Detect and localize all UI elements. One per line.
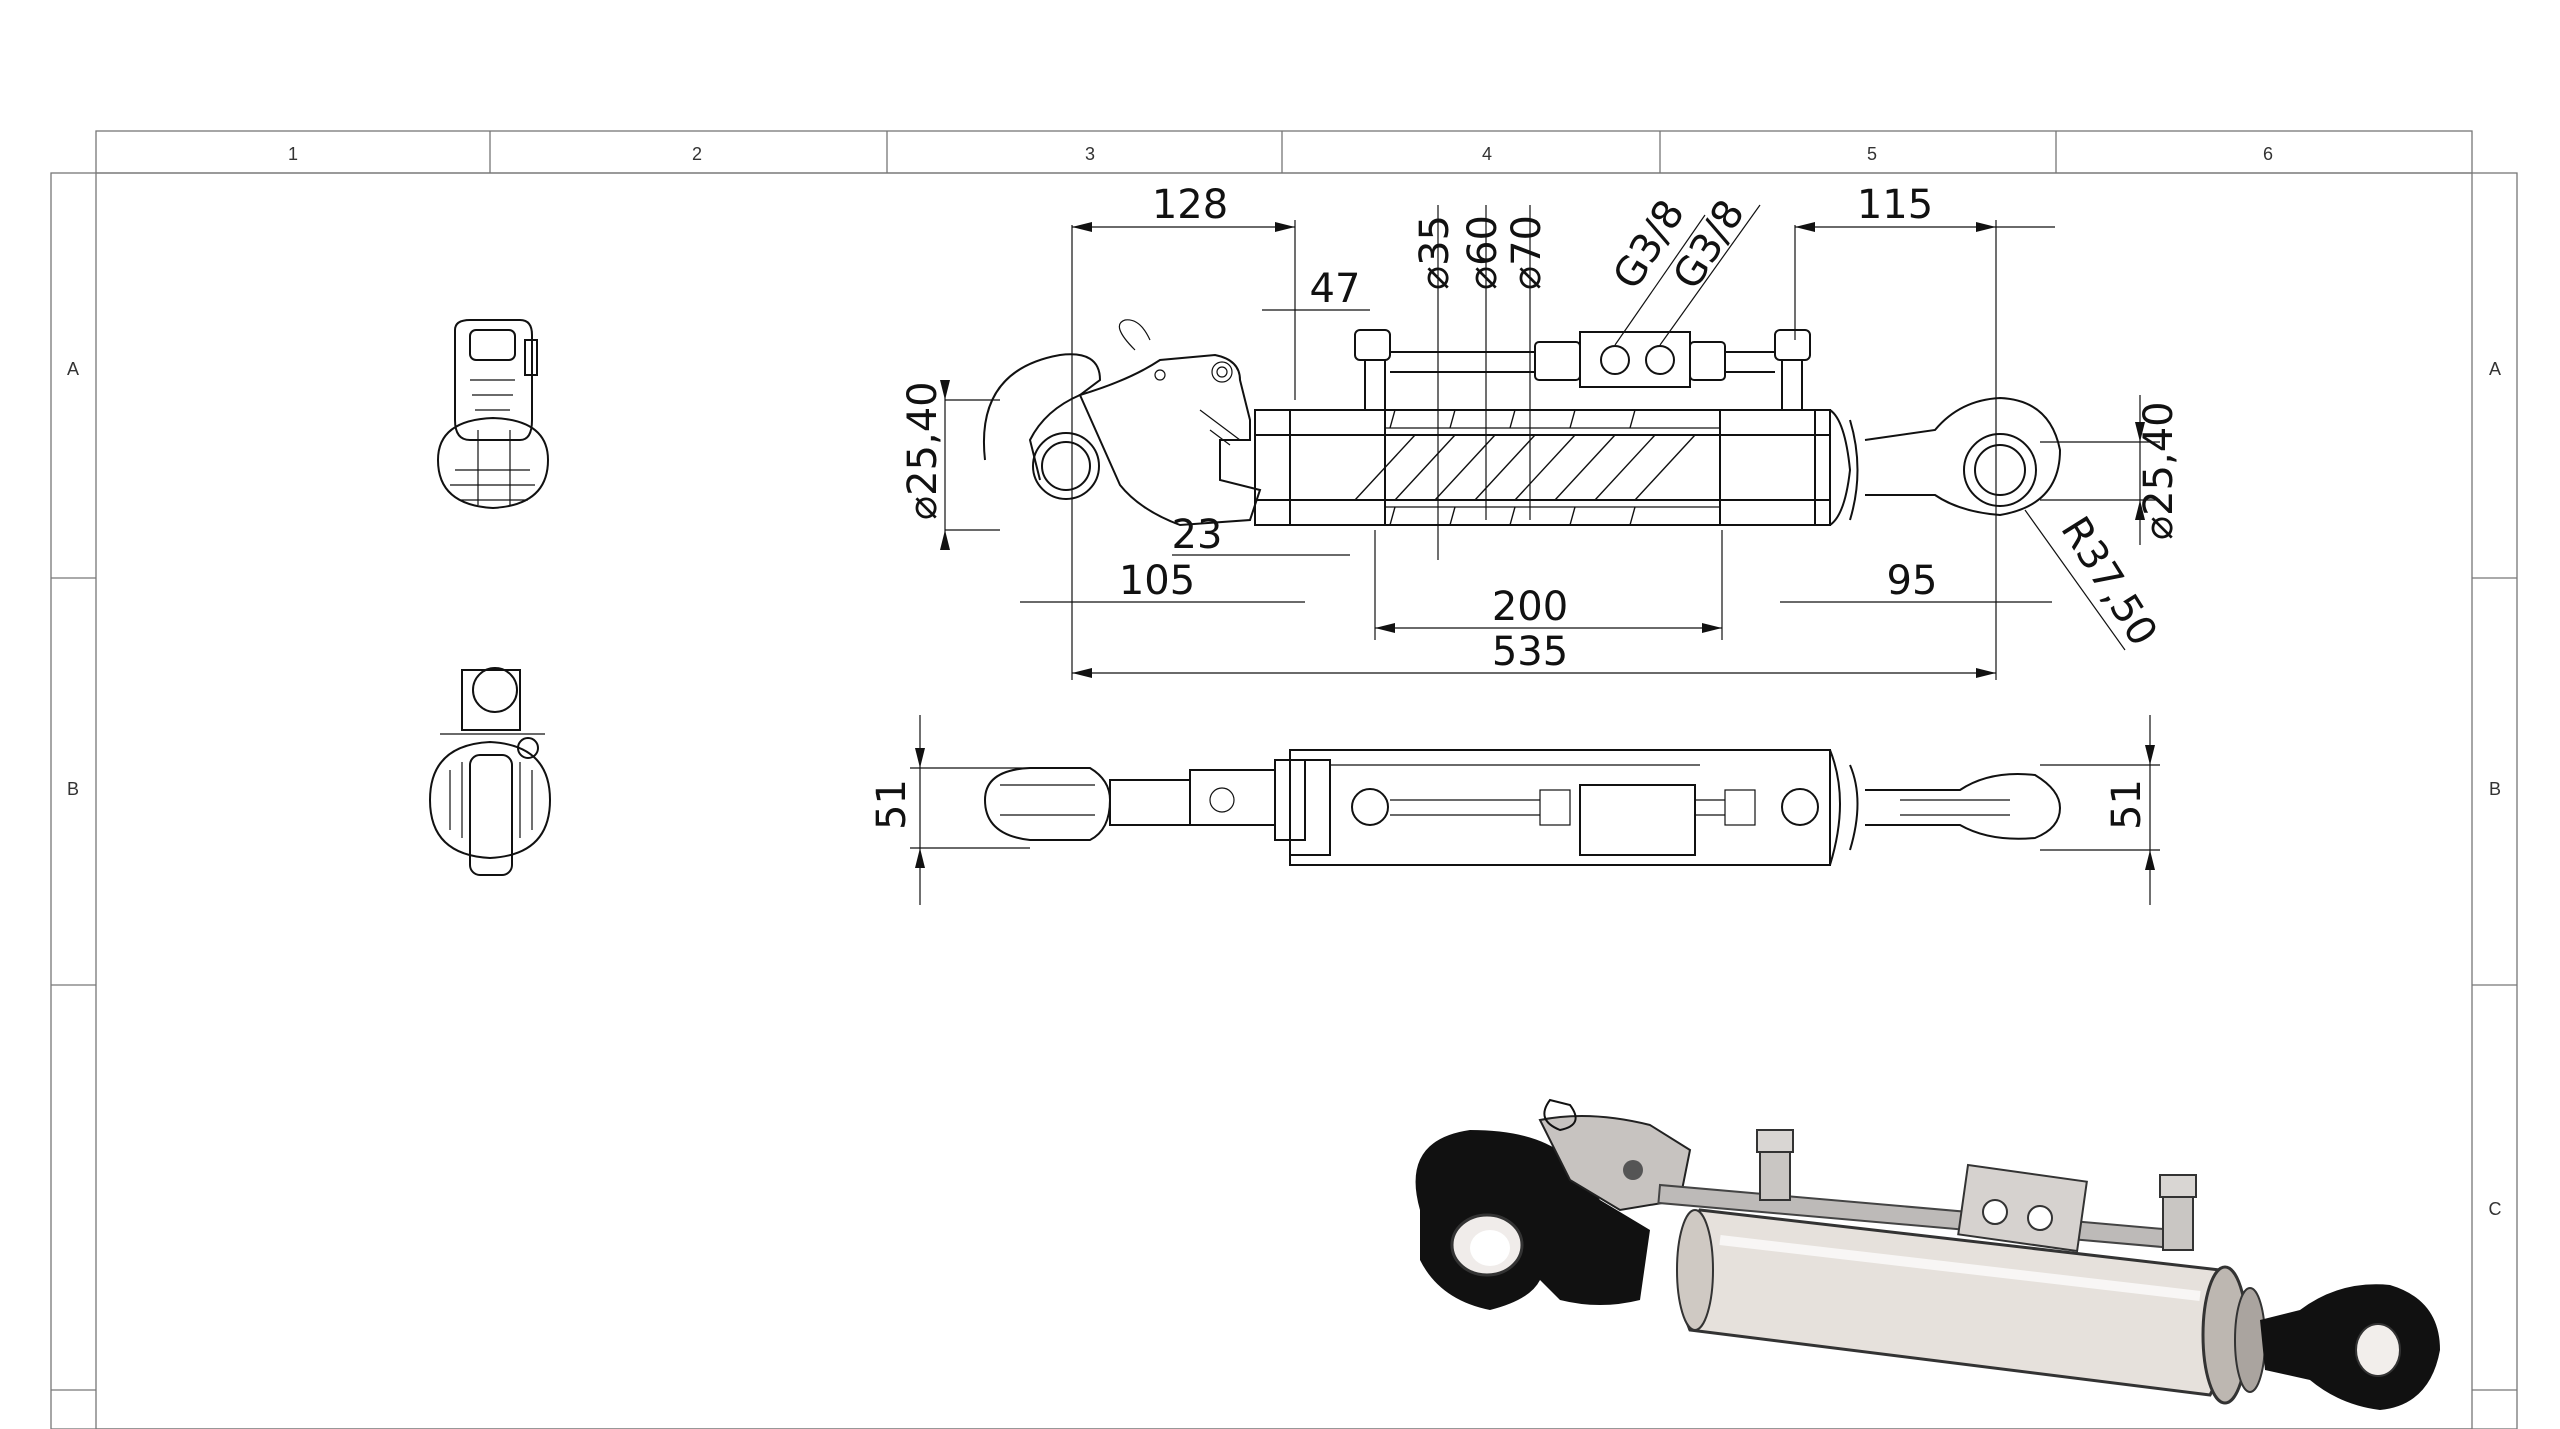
drawing-frame [50, 130, 2518, 1429]
zone-row-c-right: C [2489, 1199, 2502, 1219]
dim-23: 23 [1172, 512, 1223, 558]
dim-dia-2540-left-value: 25,40 [900, 381, 946, 496]
dim-dia-2540-right: ⌀25,40 [2136, 401, 2182, 540]
dim-128: 128 [1152, 182, 1228, 228]
zone-col-1: 1 [288, 144, 298, 164]
dim-dia-2540-left: ⌀25,40 [900, 381, 946, 520]
zone-row-b-left: B [67, 779, 79, 799]
dim-dia-35: ⌀35 [1412, 215, 1458, 290]
zone-col-4: 4 [1482, 144, 1492, 164]
zone-col-2: 2 [692, 144, 702, 164]
isometric-render [1415, 1098, 2440, 1410]
dim-51-left: 51 [869, 779, 915, 830]
dim-105: 105 [1119, 558, 1195, 604]
zone-labels: 1 2 3 4 5 6 A B A B C [67, 144, 2502, 1219]
dim-dia-60-value: 60 [1460, 215, 1506, 266]
zone-row-a-right: A [2489, 359, 2501, 379]
end-view-bottom [428, 667, 552, 876]
zone-row-b-right: B [2489, 779, 2501, 799]
plan-view: 51 51 [869, 715, 2160, 905]
main-elevation-view [983, 319, 2062, 527]
dim-535: 535 [1492, 629, 1568, 675]
dimension-lines [940, 204, 2160, 680]
dim-51-right: 51 [2104, 779, 2150, 830]
dim-200: 200 [1492, 584, 1568, 630]
zone-col-6: 6 [2263, 144, 2273, 164]
end-view-top [436, 319, 550, 510]
zone-row-a-left: A [67, 359, 79, 379]
dim-dia-60: ⌀60 [1460, 215, 1506, 290]
zone-col-3: 3 [1085, 144, 1095, 164]
dim-115: 115 [1857, 182, 1933, 228]
dim-dia-70-value: 70 [1504, 215, 1550, 266]
dim-47: 47 [1310, 266, 1361, 312]
dim-dia-70: ⌀70 [1504, 215, 1550, 290]
zone-col-5: 5 [1867, 144, 1877, 164]
section-hatching [1354, 409, 1696, 526]
dim-dia-2540-right-value: 25,40 [2136, 401, 2182, 516]
dim-dia-35-value: 35 [1412, 215, 1458, 266]
dim-95: 95 [1887, 558, 1938, 604]
